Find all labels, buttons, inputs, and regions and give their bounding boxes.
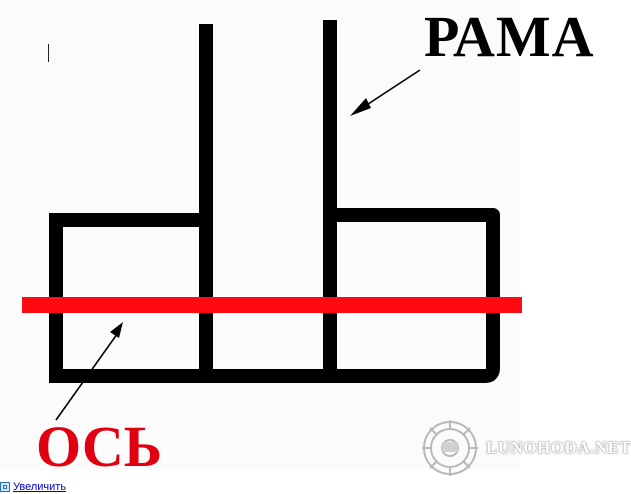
axle-line [22,297,522,313]
watermark-text: LUNOHODA.NET [486,438,631,457]
diagram-background [0,0,520,470]
axle-arrow-head [110,322,123,338]
text-cursor-mark [48,44,49,62]
magnifier-icon [0,482,10,492]
frame-right-part [206,208,500,383]
axle-arrow-line [55,329,121,421]
axle-label: ОСЬ [36,414,163,479]
robot-emblem-icon [422,420,478,476]
frame-arrow-head [350,98,371,116]
zoom-link[interactable]: Увеличить [0,480,66,494]
zoom-link-label[interactable]: Увеличить [13,481,67,493]
frame-label: РАМА [424,4,595,69]
